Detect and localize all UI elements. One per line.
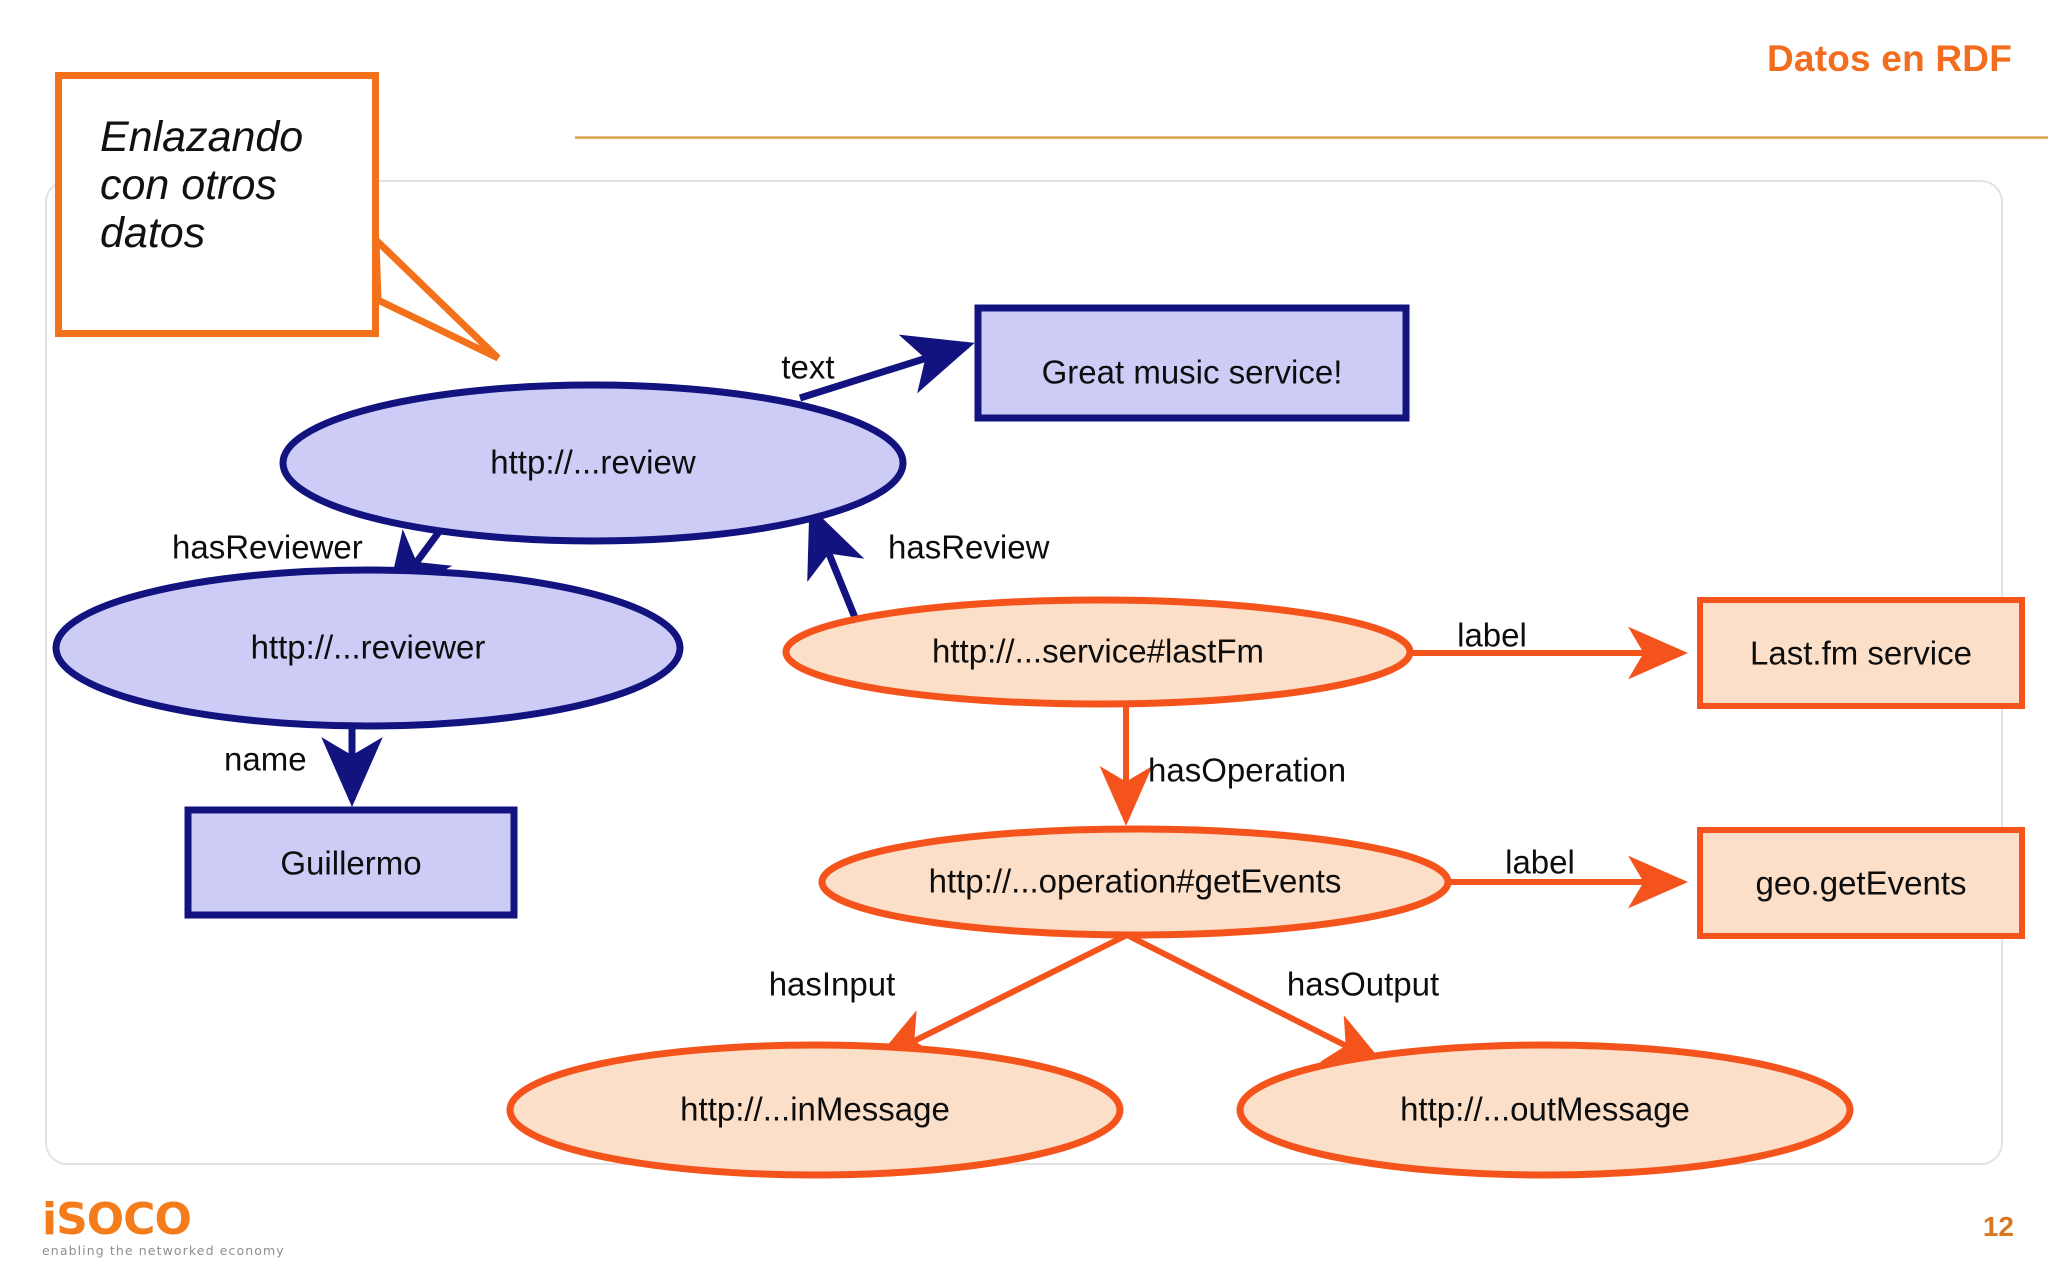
node-last-fm-label: http://...service#lastFm — [932, 633, 1264, 670]
page-title: Datos en RDF — [1767, 38, 2012, 79]
node-last-fm[interactable] — [782, 596, 1414, 708]
node-geo-get-events-literal-label: geo.getEvents — [1756, 865, 1967, 902]
node-out-message[interactable] — [1236, 1041, 1854, 1179]
node-last-fm-service-literal-label: Last.fm service — [1750, 635, 1972, 672]
edge-label-has-output: hasOutput — [1287, 966, 1439, 1003]
edge-label-label-operation: label — [1505, 844, 1575, 881]
edge-label-has-operation: hasOperation — [1148, 752, 1346, 789]
isoco-logo-tagline: enabling the networked economy — [42, 1243, 285, 1258]
edge-text — [798, 334, 975, 402]
node-in-message[interactable] — [506, 1041, 1124, 1179]
node-review-label: http://...review — [490, 444, 696, 481]
node-last-fm-service-literal[interactable] — [1697, 597, 2025, 709]
node-get-events[interactable] — [818, 825, 1452, 939]
edge-has-output — [1125, 932, 1386, 1066]
edge-label-has-review: hasReview — [888, 529, 1050, 566]
node-review[interactable] — [279, 381, 907, 545]
callout-box: Enlazando con otros datos — [55, 72, 379, 337]
page-number: 12 — [1982, 1211, 2014, 1242]
node-great-music-service-label: Great music service! — [1042, 354, 1343, 391]
node-reviewer[interactable] — [52, 566, 684, 730]
node-guillermo-label: Guillermo — [280, 845, 421, 882]
node-great-music-service[interactable] — [974, 304, 1410, 422]
edge-has-input — [874, 932, 1129, 1061]
isoco-logo: iSOCO enabling the networked economy — [42, 1198, 292, 1260]
header-divider — [575, 136, 2048, 139]
node-in-message-label: http://...inMessage — [680, 1091, 950, 1128]
isoco-logo-wordmark: iSOCO — [42, 1194, 192, 1245]
node-guillermo[interactable] — [184, 806, 518, 919]
edge-label-name: name — [224, 741, 307, 778]
edge-has-review — [807, 505, 865, 627]
edge-label-text: text — [781, 349, 834, 386]
edge-label-has-input: hasInput — [769, 966, 896, 1003]
node-geo-get-events-literal[interactable] — [1697, 827, 2025, 939]
node-out-message-label: http://...outMessage — [1400, 1091, 1690, 1128]
node-reviewer-label: http://...reviewer — [251, 629, 486, 666]
edge-label-has-reviewer: hasReviewer — [172, 529, 363, 566]
edge-label-label-service: label — [1457, 617, 1527, 654]
callout-text: Enlazando con otros datos — [100, 113, 304, 258]
node-get-events-label: http://...operation#getEvents — [929, 863, 1342, 900]
